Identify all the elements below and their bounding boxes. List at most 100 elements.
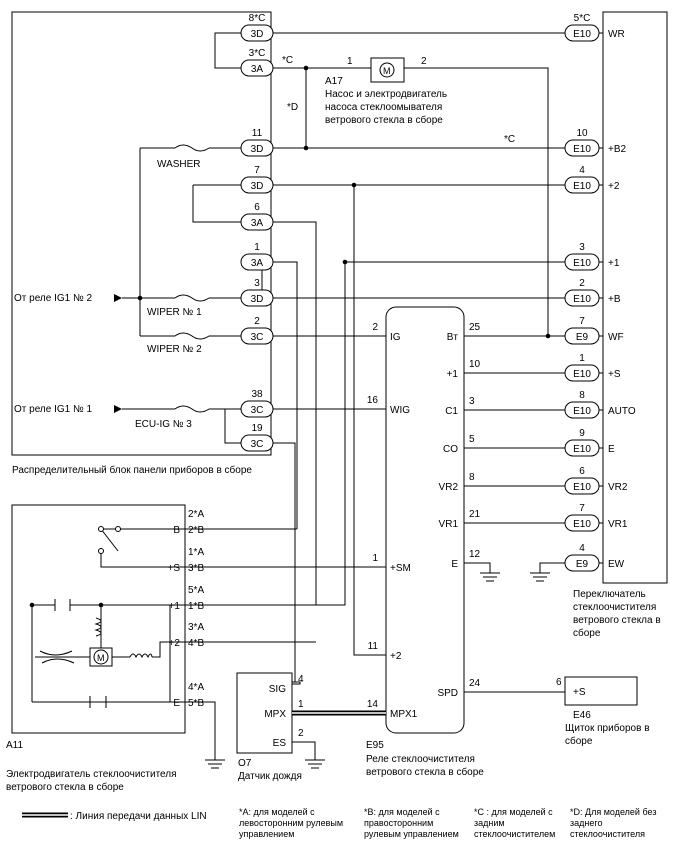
washer-pin-left: 1 xyxy=(347,56,353,67)
fuse-wiper2-label: WIPER № 2 xyxy=(147,344,202,355)
relay-pin-name: MPX1 xyxy=(390,709,418,720)
switch-connector-label: E10 xyxy=(573,29,591,40)
motor-pin-a: 1*A xyxy=(188,547,204,558)
fuse-ecu-ig3-label: ECU-IG № 3 xyxy=(135,419,192,430)
wiper-switch-name-2: стеклоочистителя xyxy=(573,602,656,613)
switch-pin-name: EW xyxy=(608,559,625,570)
wiper-switch-name-1: Переключатель xyxy=(573,589,646,600)
sensor-pin-number: 1 xyxy=(298,699,304,710)
relay-pins: 2IG16WIG1+SM11+214MPX125Bт10+13C15CO8VR2… xyxy=(367,322,481,720)
jb-connector-shape xyxy=(240,59,274,77)
meter-name-2: сборе xyxy=(565,735,593,747)
relay-name-2: ветрового стекла в сборе xyxy=(366,766,484,778)
switch-connector-label: E10 xyxy=(573,482,591,493)
switch-pin-name: WF xyxy=(608,332,624,343)
relay-pin-number: 8 xyxy=(469,472,475,483)
relay-pin-name: +2 xyxy=(390,651,402,662)
switch-pin-number: 7 xyxy=(579,503,585,514)
sensor-pin-number: 4 xyxy=(298,674,304,685)
switch-pin-name: AUTO xyxy=(608,406,636,417)
fuse-washer-label: WASHER xyxy=(157,159,201,170)
relay-pin-name: IG xyxy=(390,332,401,343)
relay-pin-number: 2 xyxy=(372,322,378,333)
star-d-label: *D xyxy=(287,102,298,113)
motor-pin-a: 3*A xyxy=(188,622,204,633)
jb-connector: 3A1 xyxy=(240,242,274,271)
junction-block-outline xyxy=(11,11,272,456)
jb-connector-shape xyxy=(240,289,274,307)
jb-pin-number: 3 xyxy=(254,278,260,289)
relay-pin-name: +SM xyxy=(390,563,411,574)
switch-pin-number: 3 xyxy=(579,242,585,253)
switch-pin-name: VR1 xyxy=(608,519,628,530)
switch-pin-number: 8 xyxy=(579,390,585,401)
jb-connector-shape xyxy=(240,253,274,271)
jb-connector-label: 3C xyxy=(251,439,264,450)
jb-connector-label: 3D xyxy=(251,294,264,305)
switch-connector-label: E9 xyxy=(576,332,589,343)
legend-c-3: стеклоочистителем xyxy=(474,829,555,839)
legend-a-2: левосторонним рулевым xyxy=(239,818,343,828)
jb-pin-number: 1 xyxy=(254,242,260,253)
relay-pin-number: 25 xyxy=(469,322,481,333)
motor-pin-name: +1 xyxy=(169,601,181,612)
washer-motor-glyph: M xyxy=(383,66,391,76)
wiper-switch-name-3: ветрового стекла в xyxy=(573,615,661,626)
relay-pin-number: 21 xyxy=(469,509,481,520)
jb-pin-number: 38 xyxy=(251,389,263,400)
wiper-switch-name-4: сборе xyxy=(573,627,601,639)
switch-pin-number: 6 xyxy=(579,466,585,477)
motor-pin-name: E xyxy=(173,698,180,709)
motor-pin: +23*A4*B xyxy=(169,622,205,649)
rain-sensor-name: Датчик дождя xyxy=(238,771,302,782)
washer-motor-id: A17 xyxy=(325,76,343,87)
jb-connector-shape xyxy=(240,139,274,157)
relay-pin-name: VR2 xyxy=(439,482,459,493)
relay-pin-right: 5CO xyxy=(443,434,475,455)
legend-d-1: *D: Для моделей без xyxy=(570,807,656,817)
junction-block-name: Распределительный блок панели приборов в… xyxy=(12,464,252,476)
relay-id: E95 xyxy=(366,740,384,751)
switch-connector-label: E10 xyxy=(573,144,591,155)
motor-pin: +15*A1*B xyxy=(169,585,205,612)
jb-connector-label: 3A xyxy=(251,258,264,269)
jb-connector: 3D8*C xyxy=(240,13,274,42)
relay-pin-number: 12 xyxy=(469,549,481,560)
washer-motor-name-3: ветрового стекла в сборе xyxy=(325,114,443,126)
wiper-motor-symbol xyxy=(93,649,109,665)
rain-sensor-outline xyxy=(236,672,293,754)
relay-pin-name: CO xyxy=(443,444,458,455)
jb-pin-number: 3*C xyxy=(249,48,266,59)
meter-name-1: Щиток приборов в xyxy=(565,722,650,734)
rain-sensor-id: O7 xyxy=(238,758,252,769)
relay-pin-number: 3 xyxy=(469,396,475,407)
jb-pin-number: 11 xyxy=(252,128,263,139)
motor-pin-b: 2*B xyxy=(188,525,204,536)
relay-outline xyxy=(385,306,465,734)
washer-motor-symbol xyxy=(379,62,395,78)
jb-connector-label: 3C xyxy=(251,405,264,416)
legend-b-2: правосторонним xyxy=(364,818,433,828)
jb-connector: 3D3 xyxy=(240,278,274,307)
relay-pin-left: 11+2 xyxy=(368,641,402,662)
legend: : Линия передачи данных LIN *A: для моде… xyxy=(22,807,656,839)
switch-pin-number: 4 xyxy=(579,543,585,554)
washer-pin-right: 2 xyxy=(421,56,427,67)
legend-d-2: заднего xyxy=(570,818,602,828)
relay-pin-number: 24 xyxy=(469,678,481,689)
wiper-motor-name-2: ветрового стекла в сборе xyxy=(6,781,124,793)
jb-connector-shape xyxy=(240,400,274,418)
relay-name-1: Реле стеклоочистителя xyxy=(366,754,475,765)
motor-pin-b: 4*B xyxy=(188,638,204,649)
ground-symbols xyxy=(205,572,550,769)
meter-pin-num: 6 xyxy=(556,677,562,688)
